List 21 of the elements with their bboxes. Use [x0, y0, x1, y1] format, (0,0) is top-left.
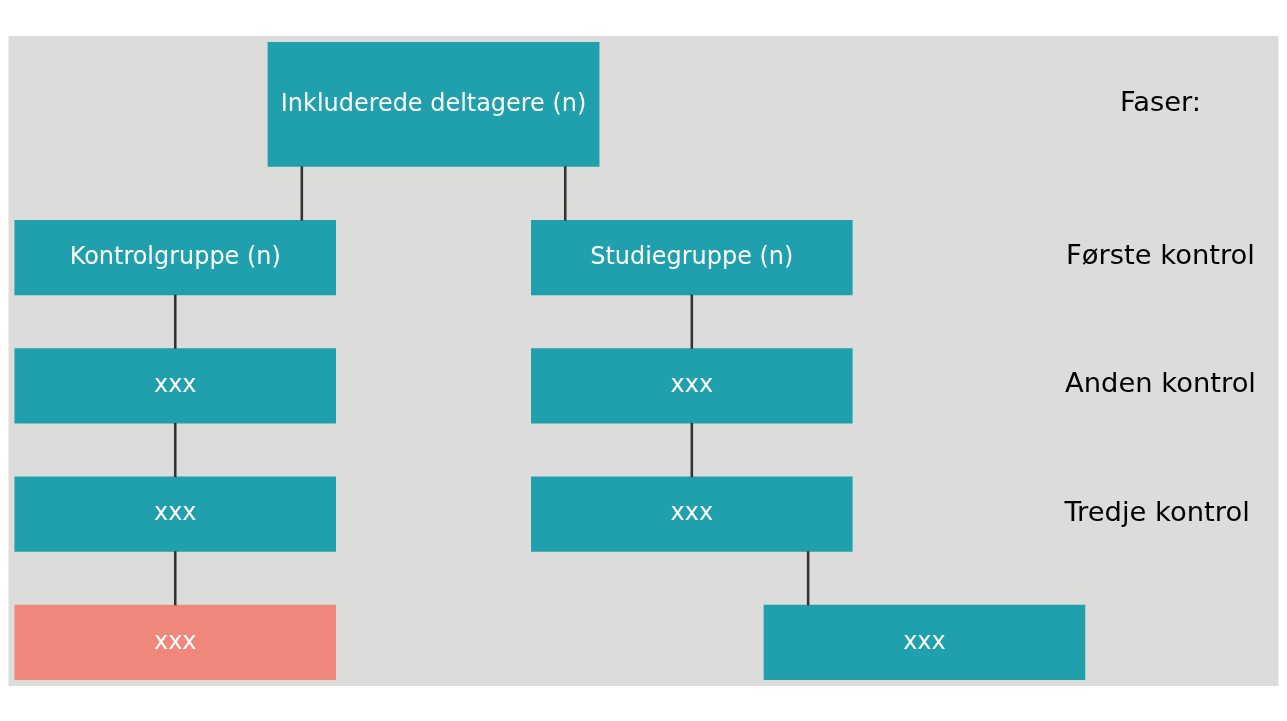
node-box: Inkluderede deltagere (n) [267, 41, 600, 167]
connector [173, 294, 177, 349]
connector [173, 422, 177, 477]
label: Første kontrol [1066, 238, 1255, 270]
node-box: Kontrolgruppe (n) [14, 219, 337, 295]
node-box: Studiegruppe (n) [531, 219, 853, 295]
label: Faser: [1119, 85, 1202, 117]
connector [690, 422, 694, 477]
node-box: xxx [14, 475, 337, 552]
label: Tredje kontrol [1064, 495, 1250, 527]
node-box: xxx [14, 347, 337, 423]
connector [563, 165, 567, 221]
connector [173, 550, 177, 605]
connector [690, 294, 694, 349]
node-box: xxx [531, 347, 853, 423]
node-box: xxx [14, 604, 337, 680]
node-box: xxx [531, 475, 853, 552]
connector [806, 550, 810, 605]
node-box: xxx [763, 604, 1086, 680]
connector [300, 165, 304, 221]
label: Anden kontrol [1065, 366, 1256, 398]
